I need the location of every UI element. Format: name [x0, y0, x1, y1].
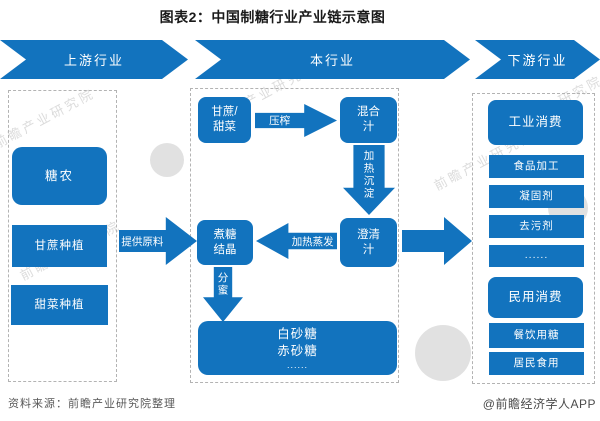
chart-title: 图表2：中国制糖行业产业链示意图 [159, 9, 386, 25]
industrial-item-detergent: 去污剂 [489, 215, 584, 238]
box-beet-planting: 甜菜种植 [11, 285, 108, 325]
box-industrial-consumption: 工业消费 [488, 100, 583, 145]
qianzhan-logo-icon [415, 325, 471, 381]
banner-downstream-label: 下游行业 [507, 53, 568, 68]
supply-raw-material-arrow: 提供原料 [119, 217, 197, 265]
downstream-section-frame [472, 93, 595, 384]
source-note: 资料来源：前瞻产业研究院整理 [8, 398, 176, 410]
box-sugar-farmer: 糖农 [12, 147, 107, 205]
sugar-products-ellipsis: ...... [286, 359, 308, 370]
banner-main-label: 本行业 [309, 53, 355, 68]
to-downstream-arrow [402, 217, 472, 265]
evaporate-arrow-label: 加热蒸发 [291, 235, 334, 248]
box-cane-planting: 甘蔗种植 [12, 225, 107, 267]
box-civil-consumption: 民用消费 [488, 277, 583, 318]
separate-arrow-label: 分蜜 [216, 272, 229, 297]
box-sugar-products: 白砂糖 赤砂糖 ...... [198, 321, 397, 375]
supply-arrow-label: 提供原料 [121, 235, 164, 248]
main-section-frame [190, 88, 399, 383]
sugar-products-label: 白砂糖 赤砂糖 [277, 327, 318, 358]
industrial-item-ellipsis: ...... [489, 245, 584, 267]
box-raw-material: 甘蔗/ 甜菜 [198, 97, 251, 143]
box-sugar-crystallization: 煮糖 结晶 [197, 220, 253, 265]
industrial-item-coagulant: 凝固剂 [489, 185, 584, 208]
heat-settle-arrow-label: 加热沉淀 [362, 150, 375, 200]
industrial-item-food-processing: 食品加工 [489, 155, 584, 178]
banner-main-industry: 本行业 [195, 40, 470, 79]
civil-item-resident-food: 居民食用 [489, 352, 584, 375]
banner-downstream-industry: 下游行业 [475, 40, 600, 79]
qianzhan-logo-icon [150, 143, 184, 177]
box-mixed-juice: 混合 汁 [340, 97, 397, 143]
box-clarified-juice: 澄清 汁 [340, 218, 397, 267]
banner-upstream-label: 上游行业 [63, 53, 124, 68]
press-arrow-label: 压榨 [269, 115, 291, 127]
credit-note: @前瞻经济学人APP [482, 397, 596, 411]
banner-upstream-industry: 上游行业 [0, 40, 188, 79]
civil-item-catering-sugar: 餐饮用糖 [489, 323, 584, 348]
upstream-section-frame [8, 90, 117, 382]
